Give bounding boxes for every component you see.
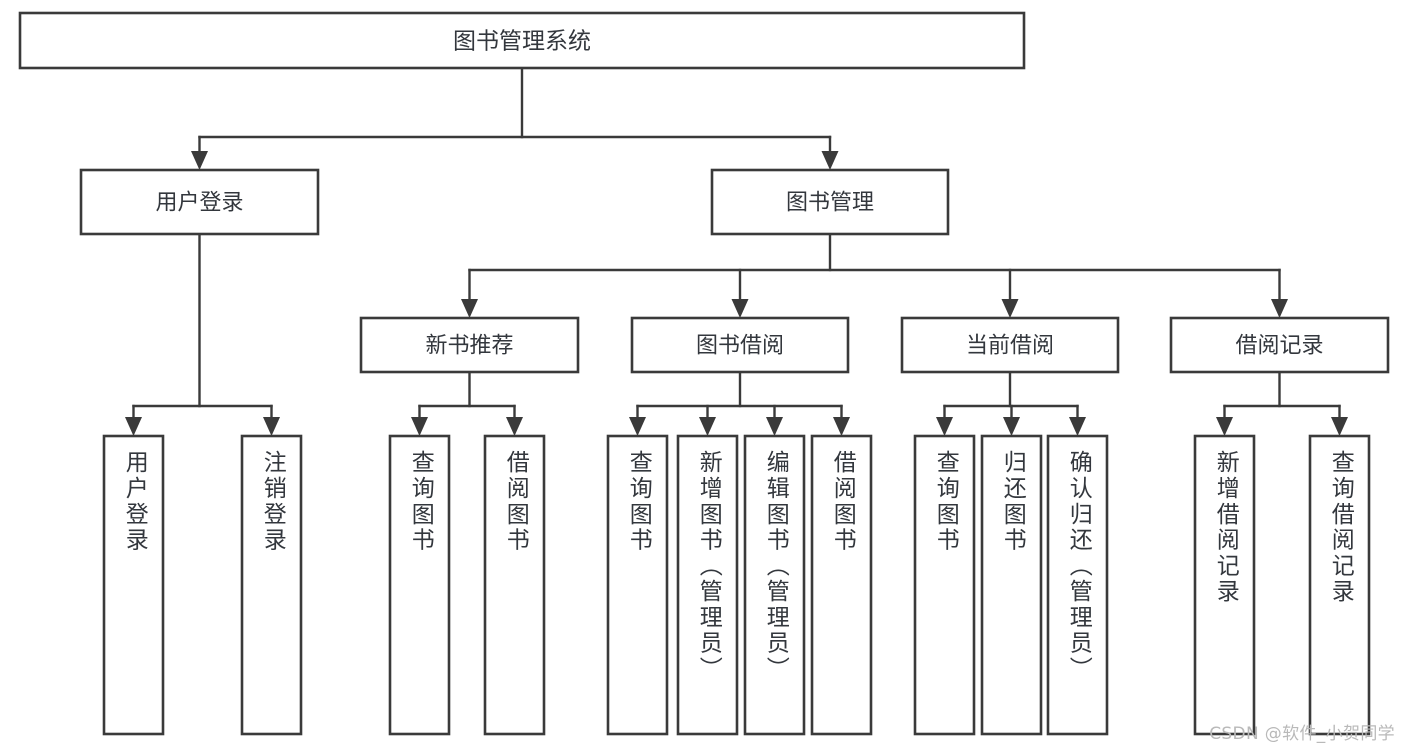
- level2-node-box-2: [630, 316, 850, 374]
- arrow-head-icon: [506, 417, 523, 436]
- arrow-head-icon: [1069, 417, 1086, 436]
- level2-node-box-3: [900, 316, 1120, 374]
- level2-node-box-4: [1169, 316, 1390, 374]
- arrow-head-icon: [1271, 299, 1288, 318]
- arrow-head-icon: [411, 417, 428, 436]
- node-boxes: [18, 11, 1390, 736]
- leaf-node-box-7: [743, 434, 806, 736]
- arrow-head-icon: [936, 417, 953, 436]
- leaf-node-box-9: [913, 434, 976, 736]
- arrow-head-icon: [125, 417, 142, 436]
- level2-node-box-1: [359, 316, 580, 374]
- arrow-head-icon: [629, 417, 646, 436]
- arrow-head-icon: [821, 151, 839, 170]
- level2-node-label-2: 图书借阅: [696, 334, 784, 359]
- level2-node-label-4: 借阅记录: [1235, 334, 1323, 359]
- arrow-head-icon: [191, 151, 208, 170]
- watermark-text: CSDN @软件_小贺同学: [1209, 724, 1395, 744]
- leaf-node-box-8: [810, 434, 873, 736]
- leaf-node-box-11: [1046, 434, 1109, 736]
- arrow-head-icon: [699, 417, 716, 436]
- level1-node-label-2: 图书管理: [786, 191, 874, 216]
- level2-node-label-3: 当前借阅: [966, 334, 1054, 359]
- connector-edges: [125, 66, 1348, 436]
- leaf-node-box-3: [388, 434, 451, 736]
- level1-node-label-1: 用户登录: [155, 191, 243, 216]
- leaf-node-box-10: [980, 434, 1043, 736]
- arrow-head-icon: [731, 299, 749, 318]
- arrow-head-icon: [1001, 299, 1019, 318]
- arrow-head-icon: [1216, 417, 1233, 436]
- arrow-head-icon: [766, 417, 783, 436]
- leaf-node-box-1: [102, 434, 165, 736]
- arrow-head-icon: [461, 299, 478, 318]
- leaf-node-box-2: [240, 434, 303, 736]
- root-node-label: 图书管理系统: [453, 29, 591, 55]
- root-node-box: [18, 11, 1026, 70]
- arrow-head-icon: [833, 417, 850, 436]
- leaf-node-box-5: [606, 434, 669, 736]
- arrow-head-icon: [1003, 417, 1020, 436]
- level1-node-box-2: [710, 168, 950, 236]
- leaf-node-box-4: [483, 434, 546, 736]
- leaf-node-box-6: [676, 434, 739, 736]
- leaf-node-box-12: [1193, 434, 1256, 736]
- level2-node-label-1: 新书推荐: [425, 334, 513, 359]
- level1-node-box-1: [79, 168, 320, 236]
- leaf-node-box-13: [1308, 434, 1371, 736]
- arrow-head-icon: [263, 417, 280, 436]
- arrow-head-icon: [1331, 417, 1348, 436]
